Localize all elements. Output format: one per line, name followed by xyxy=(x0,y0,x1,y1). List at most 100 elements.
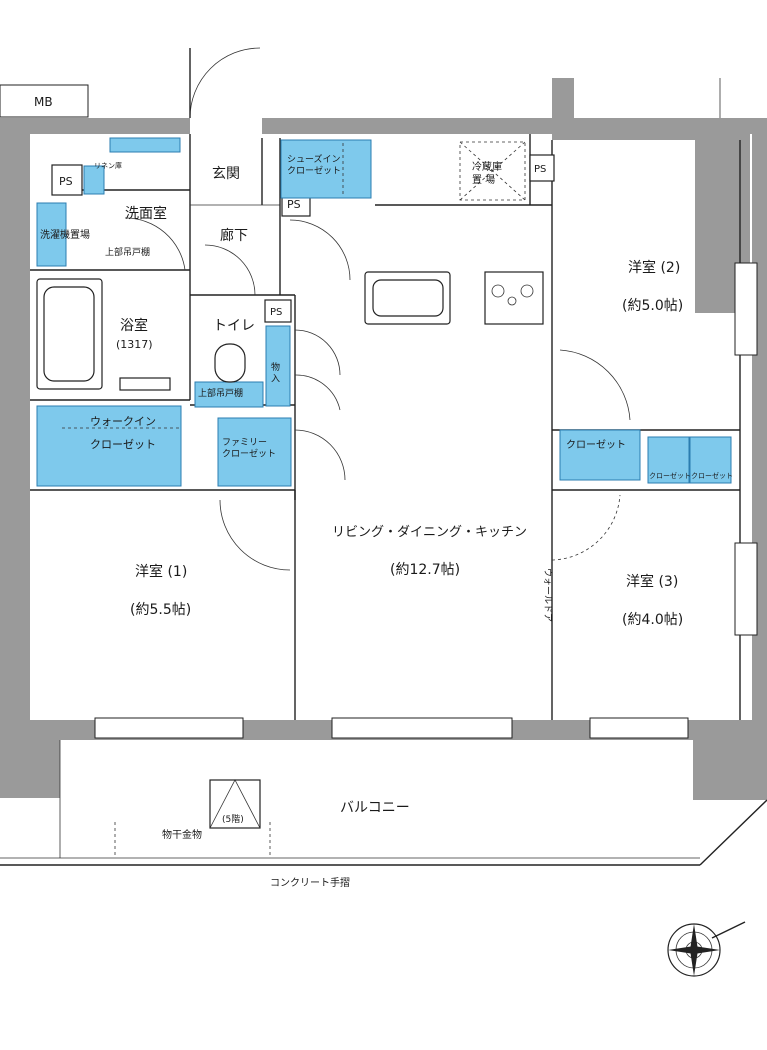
ps-label-3: PS xyxy=(270,307,282,318)
window-room3-side xyxy=(734,542,758,636)
window-room2 xyxy=(734,262,758,356)
linen-label: リネン庫 xyxy=(94,161,122,170)
storage-door-swing-1 xyxy=(294,329,341,376)
bathtub-inner xyxy=(43,286,95,382)
room3-size-label: (約4.0帖) xyxy=(622,612,683,628)
washer-label: 洗濯機置場 xyxy=(40,228,90,241)
compass-needle-ew xyxy=(668,946,720,954)
mb-box xyxy=(0,84,89,118)
toilet-bowl xyxy=(214,343,246,383)
floor5-label: (5階) xyxy=(222,814,244,825)
room3-wall-door xyxy=(551,494,621,561)
ps-box-4 xyxy=(529,154,555,182)
washroom-shelf xyxy=(109,137,181,153)
washer-area xyxy=(36,202,67,267)
toilet-label: トイレ xyxy=(213,318,255,334)
shoes-closet-label: シューズインクローゼット xyxy=(287,153,341,177)
entrance-label: 玄関 xyxy=(212,165,240,182)
handrail-diag xyxy=(699,799,767,866)
linen-closet xyxy=(83,165,105,195)
label-line: 冷蔵庫 xyxy=(472,160,502,173)
room1-size-label: (約5.5帖) xyxy=(130,602,191,618)
bath-label: 浴室 xyxy=(120,317,148,334)
toilet-upper-shelf xyxy=(194,381,264,408)
burner-3 xyxy=(507,296,517,306)
storage-label: 物入 xyxy=(271,361,280,385)
ldk-size-label: (約12.7帖) xyxy=(390,562,460,578)
ps-label-4: PS xyxy=(534,164,546,175)
bath-size-label: (1317) xyxy=(116,338,153,351)
room2-label: 洋室 (2) xyxy=(628,259,680,276)
ps-label-1: PS xyxy=(59,175,73,188)
fixtures xyxy=(36,141,544,391)
shoes-closet xyxy=(280,139,372,199)
mb-label: MB xyxy=(34,95,53,109)
wall-top-middle xyxy=(262,118,552,138)
ps-label-2: PS xyxy=(287,198,301,211)
fridge-space xyxy=(459,141,526,201)
walkin-closet-label: クローゼット xyxy=(90,438,156,451)
room3-closet-a-label: クローゼット xyxy=(649,471,691,480)
compass-north-arrow xyxy=(711,921,746,939)
fridge-label: 冷蔵庫置 場 xyxy=(472,160,502,186)
fridge-diag-2 xyxy=(459,141,526,201)
wall-right-edge xyxy=(750,118,767,798)
room2-door-swing xyxy=(559,349,631,421)
washroom-door-swing xyxy=(124,217,186,271)
kitchen-basin xyxy=(372,279,444,317)
family-closet-label: ファミリークローゼット xyxy=(222,438,276,460)
wall-door-label: ウォールドア xyxy=(542,568,553,622)
window-ldk xyxy=(331,717,513,739)
label-line: クローゼット xyxy=(287,165,341,177)
storage-closet xyxy=(265,325,291,407)
label-line: 置 場 xyxy=(472,173,495,186)
room3-closet-b-label: クローゼット xyxy=(691,471,733,480)
room2-closet-label: クローゼット xyxy=(566,439,626,451)
upper-shelf-h-label: 上部吊戸棚 xyxy=(198,387,243,399)
burner-1 xyxy=(491,284,505,298)
washroom-label: 洗面室 xyxy=(125,205,167,222)
label-line: シューズイン xyxy=(287,153,341,165)
label-line: 入 xyxy=(271,374,280,385)
ps-box-1 xyxy=(51,164,83,196)
laundry-pole-label: 物干金物 xyxy=(162,828,202,841)
room3-closet-a xyxy=(647,436,690,484)
label-line: 物 xyxy=(271,361,280,373)
handrail-label: コンクリート手摺 xyxy=(270,876,350,889)
label-line: ファミリー xyxy=(222,438,267,448)
ps-box-3 xyxy=(264,299,292,323)
room1-door-swing xyxy=(219,499,291,571)
toilet-door-swing xyxy=(204,244,256,296)
corridor-label: 廊下 xyxy=(220,227,248,244)
room3-closet-b xyxy=(689,436,732,484)
burner-2 xyxy=(520,284,534,298)
family-door-swing xyxy=(294,429,346,481)
window-room1 xyxy=(94,717,244,739)
ldk-label: リビング・ダイニング・キッチン xyxy=(332,525,527,540)
stove-top xyxy=(484,271,544,325)
room2-closet xyxy=(559,429,641,481)
windows xyxy=(94,262,758,739)
balcony-label: バルコニー xyxy=(340,800,410,816)
upper-shelf-v-label: 上部吊戸棚 xyxy=(105,246,150,258)
wall-top-left xyxy=(30,118,190,134)
ldk-door-swing xyxy=(289,219,351,281)
walkin-label: ウォークイン xyxy=(90,415,156,428)
bath-shelf xyxy=(119,377,171,391)
storage-door-swing-2 xyxy=(294,374,341,411)
wall-left-lower xyxy=(0,118,30,728)
balcony xyxy=(0,740,767,866)
room-labels: リネン庫 洗濯機置場 洗面室 上部吊戸棚 玄関 シューズインクローゼット 冷蔵庫… xyxy=(40,153,733,889)
storage-areas xyxy=(36,137,732,487)
wall-top-right-over xyxy=(552,118,697,140)
compass-rose-icon xyxy=(667,921,746,977)
window-room3 xyxy=(589,717,689,739)
label-line: クローゼット xyxy=(222,448,276,460)
room2-size-label: (約5.0帖) xyxy=(622,298,683,314)
hatch-ladder-mark xyxy=(209,779,261,829)
walkin-closet xyxy=(36,405,182,487)
family-closet xyxy=(217,417,292,487)
room3-label: 洋室 (3) xyxy=(626,573,678,590)
entrance-door-swing xyxy=(189,47,261,119)
